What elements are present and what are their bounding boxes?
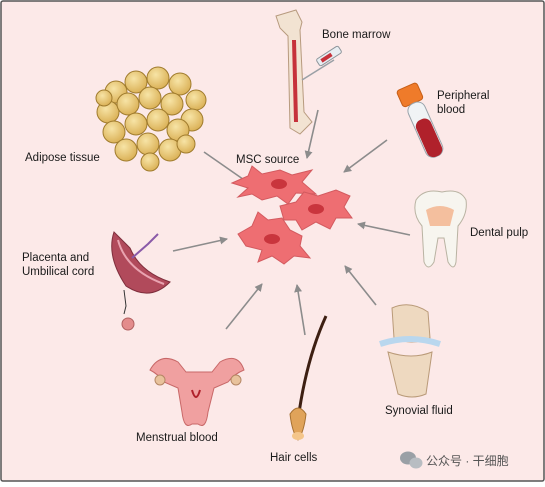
dental-pulp-illustration: Dental pulp bbox=[414, 190, 528, 268]
label-adipose-tissue: Adipose tissue bbox=[25, 152, 100, 164]
arrow-menstrual bbox=[225, 283, 263, 330]
arrow-placenta bbox=[172, 236, 228, 252]
center-label: MSC source bbox=[236, 154, 299, 166]
arrow-dental-pulp bbox=[357, 221, 411, 236]
watermark: 公众号 · 干细胞 bbox=[400, 451, 509, 469]
placenta-illustration: Placenta and Umbilical cord bbox=[22, 231, 171, 331]
wechat-icon bbox=[400, 451, 423, 469]
msc-cells: MSC source bbox=[230, 154, 353, 265]
msc-cell-right bbox=[279, 189, 353, 231]
peripheral-blood-illustration bbox=[396, 82, 444, 158]
label-placenta-line2: Umbilical cord bbox=[22, 266, 94, 278]
arrows bbox=[172, 109, 411, 336]
hair-cells-illustration: Hair cells bbox=[270, 315, 328, 464]
label-peripheral-blood-line2: blood bbox=[437, 104, 465, 116]
msc-cell-bottom bbox=[237, 211, 312, 265]
label-menstrual-blood: Menstrual blood bbox=[136, 432, 218, 444]
arrow-bone-marrow bbox=[304, 109, 319, 159]
label-hair-cells: Hair cells bbox=[270, 452, 318, 464]
bone-marrow-illustration: Bone marrow bbox=[275, 9, 391, 135]
arrow-hair bbox=[294, 284, 306, 336]
synovial-illustration: Synovial fluid bbox=[379, 304, 453, 417]
syringe-icon bbox=[301, 45, 342, 81]
arrow-synovial bbox=[344, 265, 377, 306]
label-peripheral-blood-line1: Peripheral bbox=[437, 90, 489, 102]
msc-cell-top bbox=[230, 165, 318, 205]
arrow-peripheral-blood bbox=[343, 139, 388, 173]
label-synovial-fluid: Synovial fluid bbox=[385, 405, 453, 417]
adipose-tissue-illustration bbox=[95, 66, 207, 172]
label-dental-pulp: Dental pulp bbox=[470, 227, 528, 239]
menstrual-illustration: Menstrual blood bbox=[136, 357, 245, 444]
label-placenta-line1: Placenta and bbox=[22, 252, 89, 264]
watermark-text: 公众号 · 干细胞 bbox=[426, 454, 509, 468]
label-bone-marrow: Bone marrow bbox=[322, 29, 391, 41]
